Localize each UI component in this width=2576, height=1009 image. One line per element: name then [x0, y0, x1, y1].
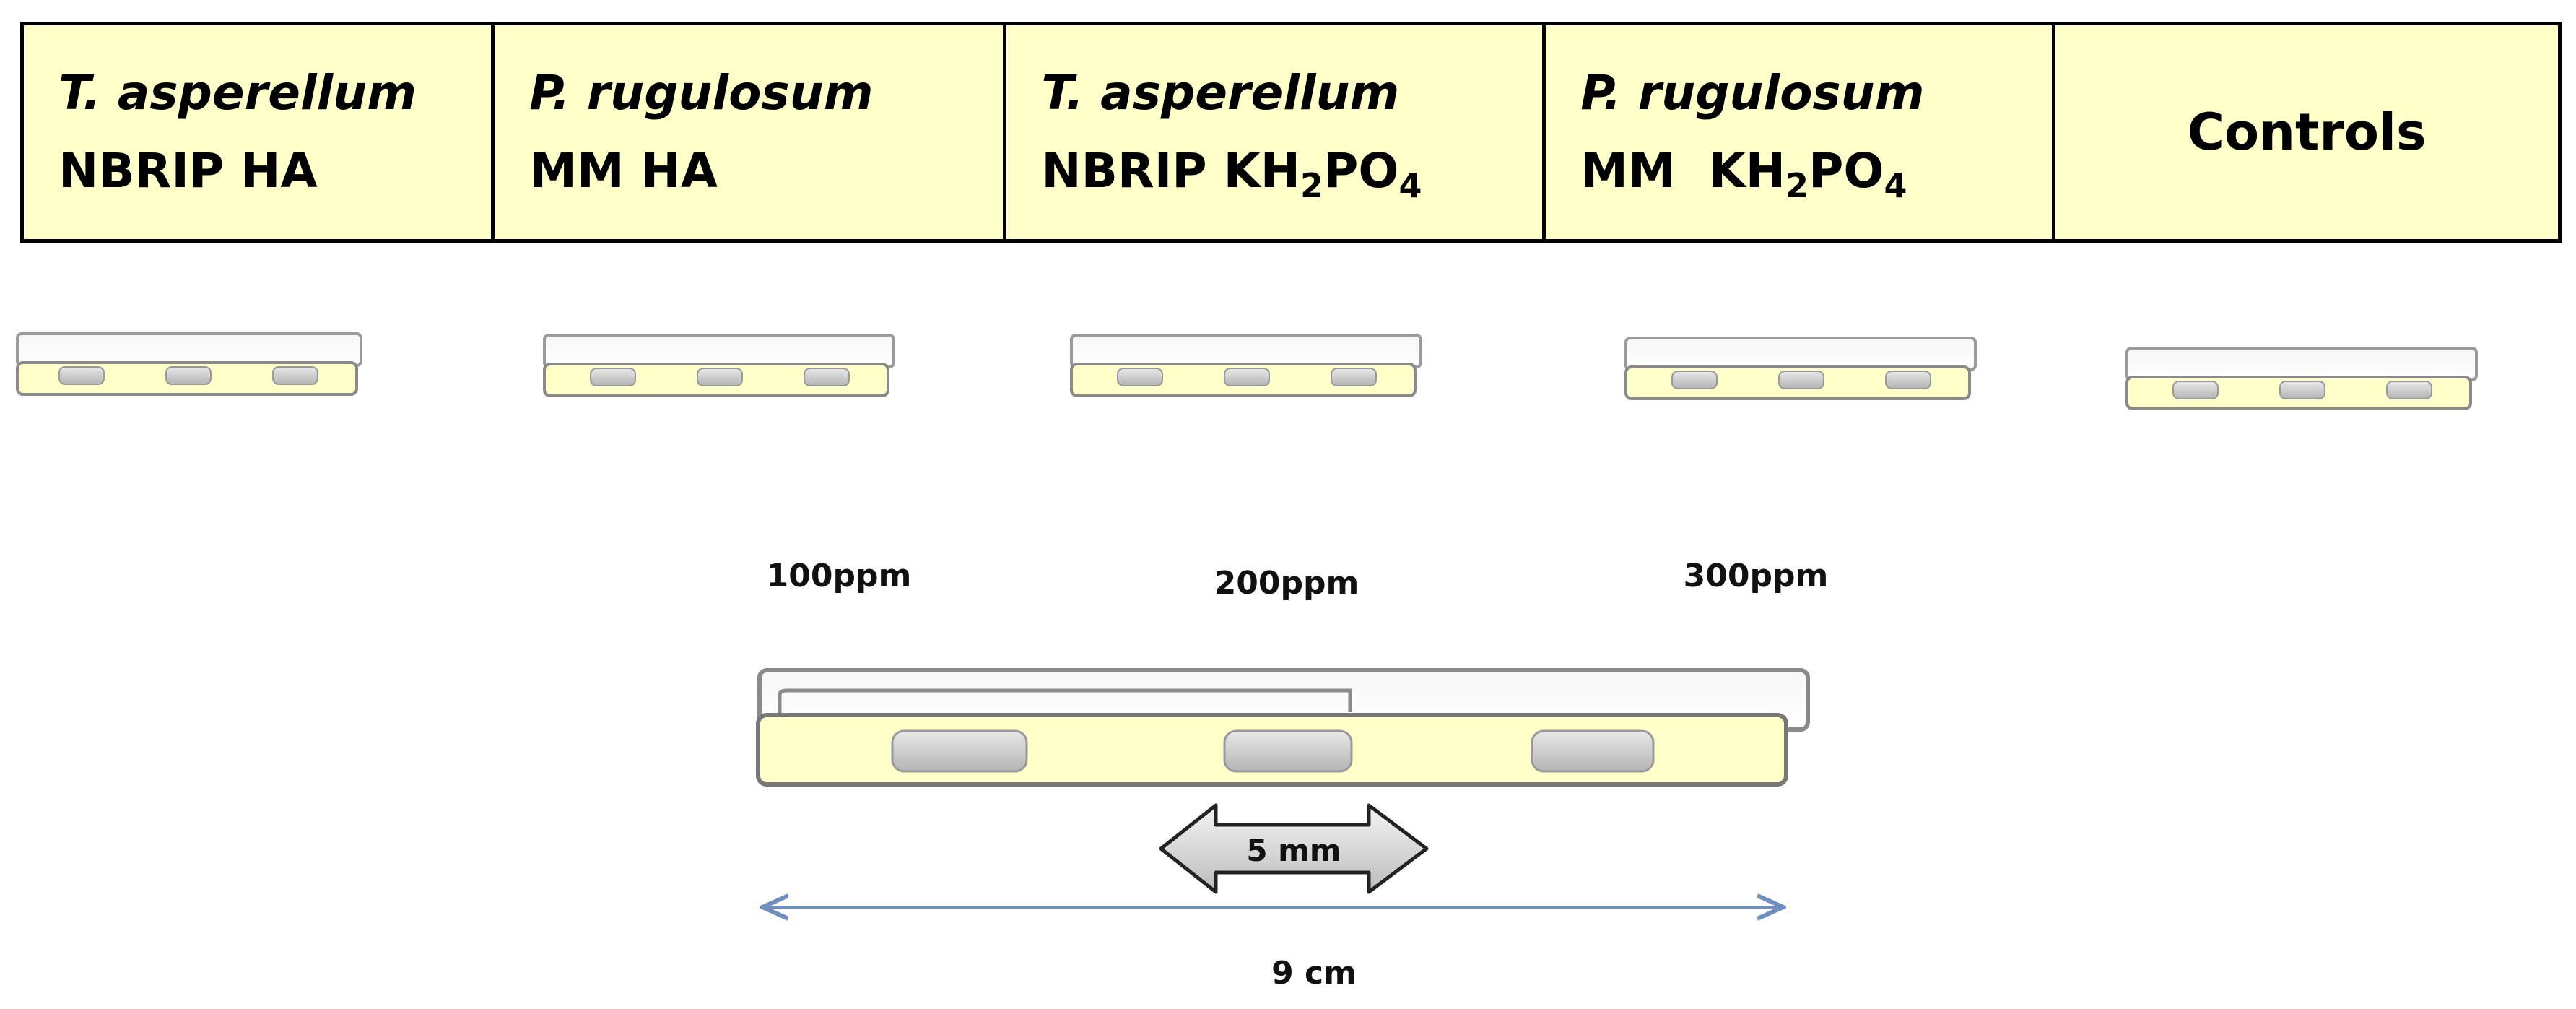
- disc: [272, 366, 318, 385]
- disc: [1117, 368, 1163, 386]
- concentration-label-200: 200ppm: [1214, 565, 1359, 602]
- disc: [1885, 371, 1931, 389]
- disc: [1331, 368, 1377, 386]
- petri-dish-large: [756, 668, 1810, 787]
- disc: [1671, 371, 1718, 389]
- organism-name: T. asperellum: [1041, 65, 1400, 121]
- concentration-label-100: 100ppm: [767, 558, 912, 594]
- treatment-formula: KH2PO4: [1708, 143, 1907, 205]
- medium-name: NBRIP: [1041, 143, 1207, 199]
- treatment-header-table: T. asperellum NBRIP HA P. rugulosum MM H…: [19, 22, 2562, 243]
- organism-name: P. rugulosum: [529, 65, 874, 121]
- petri-dish-small: [1624, 337, 1977, 400]
- organism-name: P. rugulosum: [1580, 65, 1925, 121]
- disc-200ppm: [1223, 729, 1353, 773]
- header-cell-t-asperellum-nbrip-ha: T. asperellum NBRIP HA: [19, 22, 495, 243]
- controls-label: Controls: [2187, 103, 2427, 162]
- disc: [804, 368, 850, 386]
- disc-size-arrow: 5 mm: [1159, 803, 1429, 894]
- disc: [2172, 381, 2219, 399]
- disc: [590, 368, 636, 386]
- dish-diameter-label: 9 cm: [1271, 955, 1357, 992]
- treatment-name: HA: [640, 143, 718, 199]
- disc: [1778, 371, 1824, 389]
- disc: [2279, 381, 2325, 399]
- disc: [58, 366, 105, 385]
- disc: [1224, 368, 1270, 386]
- treatment-name: HA: [240, 143, 318, 199]
- petri-dish-small: [2125, 347, 2478, 410]
- organism-name: T. asperellum: [58, 65, 417, 121]
- header-cell-p-rugulosum-mm-ha: P. rugulosum MM HA: [491, 22, 1007, 243]
- medium-name: MM: [1580, 143, 1676, 199]
- disc: [697, 368, 743, 386]
- disc-300ppm: [1531, 729, 1655, 773]
- petri-dish-small: [1070, 334, 1422, 397]
- small-dish-row: [16, 332, 2478, 410]
- medium-name: MM: [529, 143, 625, 199]
- disc-size-label: 5 mm: [1246, 833, 1341, 868]
- treatment-formula: KH2PO4: [1223, 143, 1422, 205]
- disc: [165, 366, 212, 385]
- header-cell-t-asperellum-nbrip-kh2po4: T. asperellum NBRIP KH2PO4: [1003, 22, 1546, 243]
- concentration-label-300: 300ppm: [1684, 558, 1829, 594]
- medium-name: NBRIP: [58, 143, 225, 199]
- header-cell-p-rugulosum-mm-kh2po4: P. rugulosum MM KH2PO4: [1542, 22, 2056, 243]
- petri-dish-small: [16, 332, 362, 396]
- disc: [2386, 381, 2432, 399]
- petri-dish-small: [543, 334, 895, 397]
- header-cell-controls: Controls: [2052, 22, 2562, 243]
- disc-100ppm: [891, 729, 1028, 773]
